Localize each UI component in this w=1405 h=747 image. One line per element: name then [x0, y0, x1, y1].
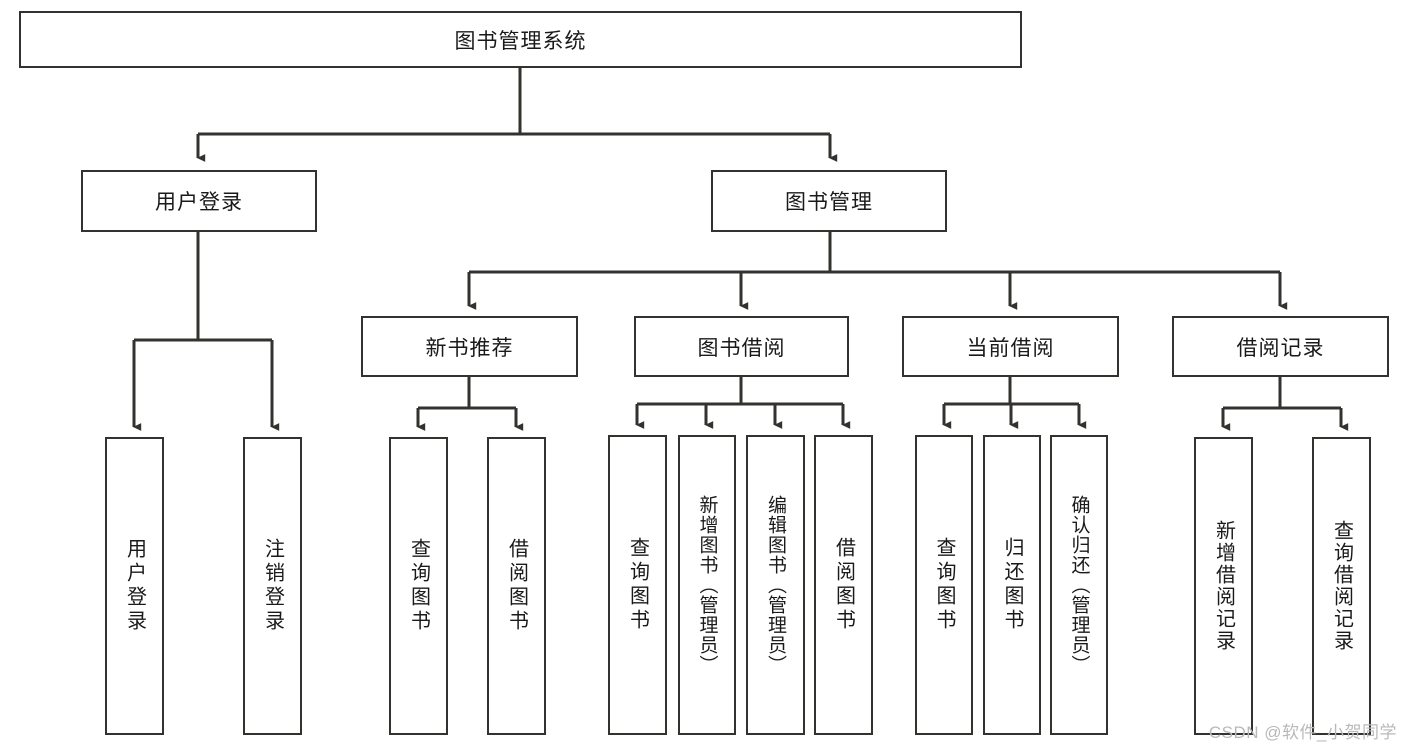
node-leaf-query-book-2-label: 查询图书	[626, 537, 649, 633]
node-leaf-edit-book[interactable]: 编辑图书（管理员）	[746, 435, 805, 735]
node-book-borrow[interactable]: 图书借阅	[634, 316, 849, 377]
node-book-manage[interactable]: 图书管理	[711, 170, 947, 232]
node-leaf-user-login-label: 用户登录	[123, 538, 146, 634]
node-leaf-return-book-label: 归还图书	[1001, 537, 1023, 633]
node-leaf-query-record[interactable]: 查询借阅记录	[1312, 437, 1371, 735]
node-user-login[interactable]: 用户登录	[81, 170, 317, 232]
node-leaf-borrow-book-1[interactable]: 借阅图书	[487, 437, 546, 735]
node-leaf-borrow-book-2-label: 借阅图书	[832, 537, 855, 633]
node-leaf-add-record[interactable]: 新增借阅记录	[1194, 437, 1253, 735]
node-leaf-query-book-1-label: 查询图书	[407, 538, 430, 634]
node-leaf-query-record-label: 查询借阅记录	[1330, 520, 1353, 652]
node-leaf-return-book[interactable]: 归还图书	[983, 435, 1041, 735]
node-new-book-recommend-label: 新书推荐	[425, 336, 514, 360]
connectors-root	[196, 68, 838, 162]
node-leaf-query-book-2[interactable]: 查询图书	[608, 435, 667, 735]
node-book-manage-label: 图书管理	[785, 191, 873, 214]
node-leaf-add-book[interactable]: 新增图书（管理员）	[678, 435, 736, 735]
node-user-login-label: 用户登录	[155, 191, 243, 214]
node-current-borrow-label: 当前借阅	[966, 336, 1055, 360]
node-leaf-borrow-book-2[interactable]: 借阅图书	[814, 435, 873, 735]
node-leaf-add-book-label: 新增图书（管理员）	[696, 495, 718, 675]
node-leaf-borrow-book-1-label: 借阅图书	[505, 538, 528, 634]
node-borrow-record-label: 借阅记录	[1236, 336, 1325, 360]
node-borrow-record[interactable]: 借阅记录	[1172, 316, 1389, 377]
node-leaf-logout-login[interactable]: 注销登录	[243, 437, 302, 735]
node-leaf-query-book-3-label: 查询图书	[933, 537, 955, 633]
node-leaf-query-book-1[interactable]: 查询图书	[389, 437, 448, 735]
node-root-label: 图书管理系统	[454, 29, 587, 53]
node-leaf-user-login[interactable]: 用户登录	[105, 437, 164, 735]
node-leaf-confirm-return-label: 确认归还（管理员）	[1068, 495, 1090, 675]
node-leaf-edit-book-label: 编辑图书（管理员）	[765, 495, 786, 675]
node-new-book-recommend[interactable]: 新书推荐	[361, 316, 578, 377]
connectors-level2	[416, 377, 1349, 431]
node-root[interactable]: 图书管理系统	[19, 11, 1022, 68]
node-leaf-confirm-return[interactable]: 确认归还（管理员）	[1050, 435, 1108, 735]
node-leaf-logout-login-label: 注销登录	[261, 538, 284, 634]
node-leaf-add-record-label: 新增借阅记录	[1212, 520, 1235, 652]
node-book-borrow-label: 图书借阅	[697, 336, 786, 360]
node-current-borrow[interactable]: 当前借阅	[902, 316, 1119, 377]
node-leaf-query-book-3[interactable]: 查询图书	[915, 435, 973, 735]
connectors-level1	[132, 232, 1288, 431]
